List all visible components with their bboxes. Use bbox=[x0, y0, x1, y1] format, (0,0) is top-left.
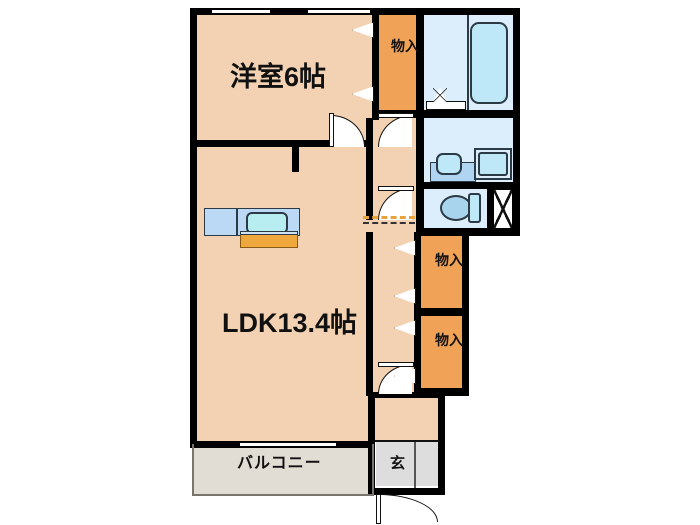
toilet-tank-icon bbox=[468, 193, 481, 223]
toilet-window bbox=[492, 188, 514, 230]
bedroom-window-3 bbox=[260, 8, 270, 15]
wall-ldk-stub bbox=[292, 140, 299, 172]
bedroom-label: 洋室6帖 bbox=[230, 62, 327, 92]
bedroom-window-2 bbox=[322, 8, 370, 15]
balcony-outline-left bbox=[192, 444, 194, 496]
bath-door-panel bbox=[426, 101, 466, 110]
wall-bedroom-right bbox=[372, 8, 379, 120]
ldk-floor bbox=[196, 142, 372, 442]
vanity-mirror-icon bbox=[478, 152, 508, 176]
balcony-area bbox=[194, 444, 372, 494]
wall-wet-top bbox=[420, 8, 520, 15]
wall-toilet-right-outer bbox=[513, 186, 520, 232]
genkan-tile-divider bbox=[414, 442, 416, 488]
kitchen-counter-edge bbox=[240, 231, 298, 235]
bedroom-door-leaf bbox=[329, 113, 334, 147]
wall-closet-hall-mid bbox=[414, 308, 469, 316]
genkan-area bbox=[376, 442, 438, 486]
wall-toilet-window-divider bbox=[487, 186, 493, 232]
wall-closet-bedroom-top bbox=[376, 8, 424, 15]
balcony-outline-right bbox=[372, 444, 374, 496]
wall-hallway-left bbox=[366, 118, 373, 220]
ldk-entrance-door-leaf bbox=[378, 362, 414, 367]
washroom-door-leaf bbox=[378, 186, 414, 191]
washbasin-icon bbox=[436, 153, 462, 175]
vanity-mirror-frame bbox=[474, 148, 512, 180]
wall-entrance-bottom bbox=[368, 488, 445, 495]
genkan-step-line bbox=[375, 440, 439, 442]
threshold-line-lower bbox=[363, 222, 415, 224]
hallway-door-leaf bbox=[378, 113, 414, 118]
closet-hall-lower-label: 物入 bbox=[431, 332, 463, 349]
closet-hall-upper-label-text: 物入 bbox=[435, 252, 463, 268]
closet-hall-upper-label: 物入 bbox=[431, 252, 463, 269]
balcony-label: バルコニー bbox=[237, 455, 322, 472]
balcony-outline-bottom bbox=[192, 494, 374, 496]
wall-bedroom-ldk bbox=[190, 140, 372, 147]
entrance-hall-floor bbox=[374, 396, 440, 442]
closet-hall-upper-fill bbox=[420, 236, 464, 310]
bath-partition-line bbox=[467, 14, 469, 112]
bedroom-window-1 bbox=[212, 8, 260, 15]
threshold-line bbox=[363, 216, 415, 219]
wall-bath-washroom-divider bbox=[420, 110, 520, 118]
front-door-leaf bbox=[376, 494, 381, 524]
ldk-balcony-window-2 bbox=[288, 441, 336, 448]
kitchen-cabinet-icon bbox=[240, 234, 298, 248]
wall-entrance-right bbox=[438, 388, 445, 494]
wall-closet-bedroom-right bbox=[416, 8, 424, 120]
wall-left-outer bbox=[190, 8, 197, 448]
bath-door-arrow-outline-icon bbox=[433, 88, 447, 102]
wall-bedroom-top bbox=[190, 8, 380, 15]
ldk-balcony-window-1 bbox=[240, 441, 288, 448]
wall-washroom-toilet-divider bbox=[420, 182, 520, 189]
closet-hall-lower-fill bbox=[420, 316, 464, 390]
genkan-label: 玄 bbox=[390, 455, 406, 472]
front-door-swing bbox=[378, 494, 438, 522]
wall-closet-hall-left bbox=[414, 232, 421, 394]
closet-bedroom-label: 物入 bbox=[387, 38, 419, 55]
wall-wet-right-outer bbox=[513, 8, 520, 188]
ldk-label: LDK13.4帖 bbox=[222, 308, 358, 338]
wall-hallway-left-lower bbox=[366, 232, 373, 396]
wall-entrance-top bbox=[368, 392, 440, 398]
closet-bedroom-fill bbox=[378, 14, 418, 112]
wall-wet-left bbox=[416, 118, 424, 236]
closet-bedroom-label-text: 物入 bbox=[391, 38, 419, 54]
kitchen-counter-split bbox=[236, 208, 238, 236]
closet-hall-lower-label-text: 物入 bbox=[435, 332, 463, 348]
bedroom-window-4 bbox=[308, 8, 322, 15]
bathtub-icon bbox=[470, 22, 508, 104]
